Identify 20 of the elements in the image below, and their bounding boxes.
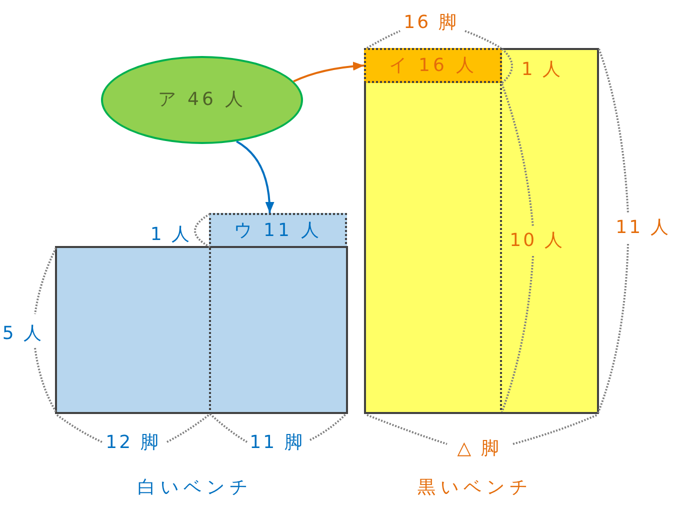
dimension-label: 10 人 (510, 232, 564, 250)
bench-caption: 白いベンチ (138, 479, 252, 497)
node-label: ウ 11 人 (234, 222, 322, 240)
dimension-label: △ 脚 (457, 440, 501, 458)
dimension-label: 1 人 (521, 61, 563, 79)
dimension-label: 5 人 (2, 325, 44, 343)
dimension-label: 12 脚 (106, 434, 160, 452)
bench-caption: 黒いベンチ (418, 479, 532, 497)
bench-rectangle (55, 246, 348, 414)
bench-rectangle (364, 48, 599, 414)
node-label: イ 16 人 (388, 56, 478, 74)
dimension-label: 11 脚 (250, 434, 304, 452)
node-label: ア 46 人 (158, 91, 246, 109)
arrow (236, 140, 274, 214)
arrow (293, 62, 364, 82)
highlight-box (364, 48, 502, 83)
dimension-label: 11 人 (616, 219, 670, 237)
dimension-label: 16 脚 (404, 14, 458, 32)
dimension-label: 1 人 (150, 226, 192, 244)
dotted-box (209, 213, 347, 248)
